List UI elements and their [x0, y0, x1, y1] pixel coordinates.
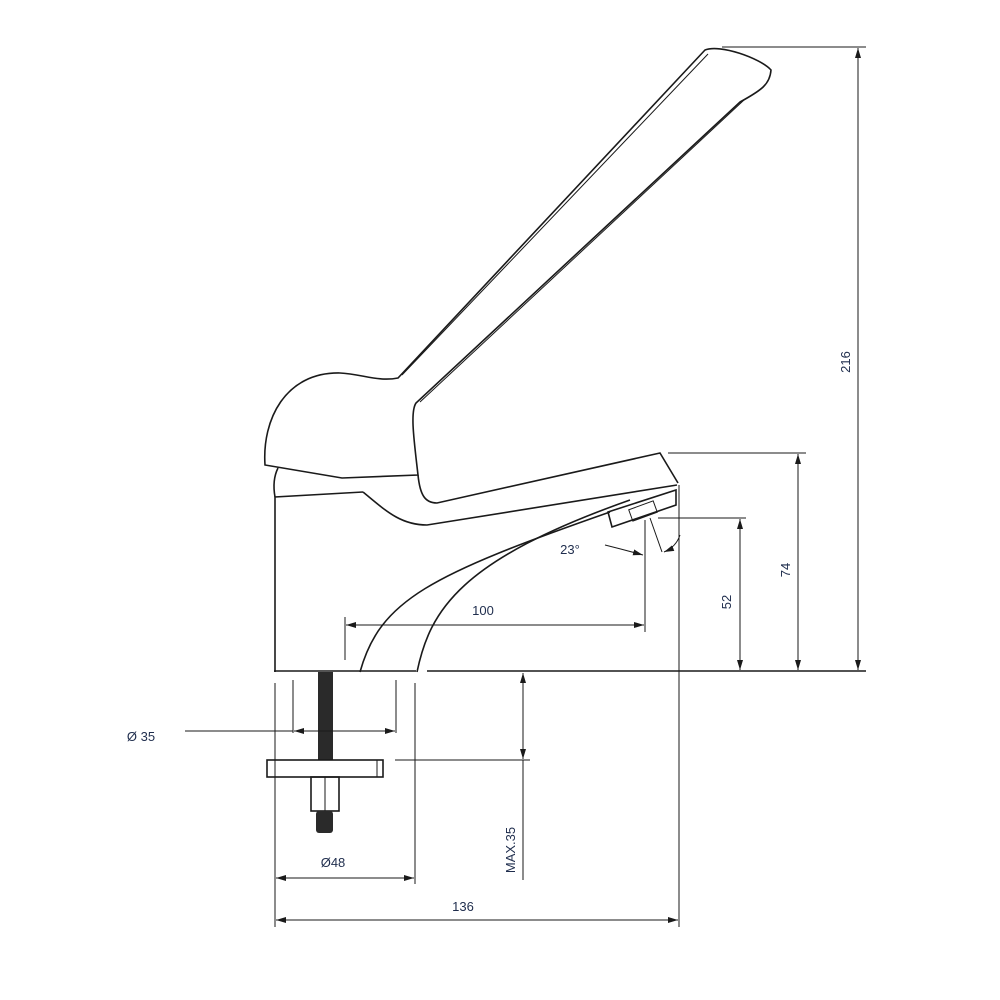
- dimension-base-diameter: Ø48: [274, 683, 416, 927]
- max-thickness-label: MAX.35: [503, 827, 518, 873]
- faucet-body: [273, 467, 416, 672]
- dimension-spout-height: 74: [668, 452, 806, 670]
- dimension-total-depth: 136: [276, 485, 680, 927]
- mounting-hardware: [266, 672, 384, 833]
- base-diameter-label: Ø48: [321, 855, 346, 870]
- outlet-height-label: 52: [719, 595, 734, 609]
- lever-handle: [263, 47, 772, 479]
- total-depth-label: 136: [452, 899, 474, 914]
- dimension-outlet-angle: 23°: [560, 517, 681, 557]
- dimension-outlet-height: 52: [658, 517, 746, 670]
- outlet-angle-label: 23°: [560, 542, 580, 557]
- spout: [359, 452, 679, 673]
- dimension-max-thickness: MAX.35: [395, 673, 530, 880]
- spout-reach-label: 100: [472, 603, 494, 618]
- shank-diameter-label: Ø 35: [127, 729, 155, 744]
- spout-height-label: 74: [778, 563, 793, 577]
- total-height-label: 216: [838, 351, 853, 373]
- dimension-shank-diameter: Ø 35: [127, 680, 397, 744]
- dimension-spout-reach: 100: [344, 520, 646, 660]
- dimension-total-height: 216: [427, 46, 866, 672]
